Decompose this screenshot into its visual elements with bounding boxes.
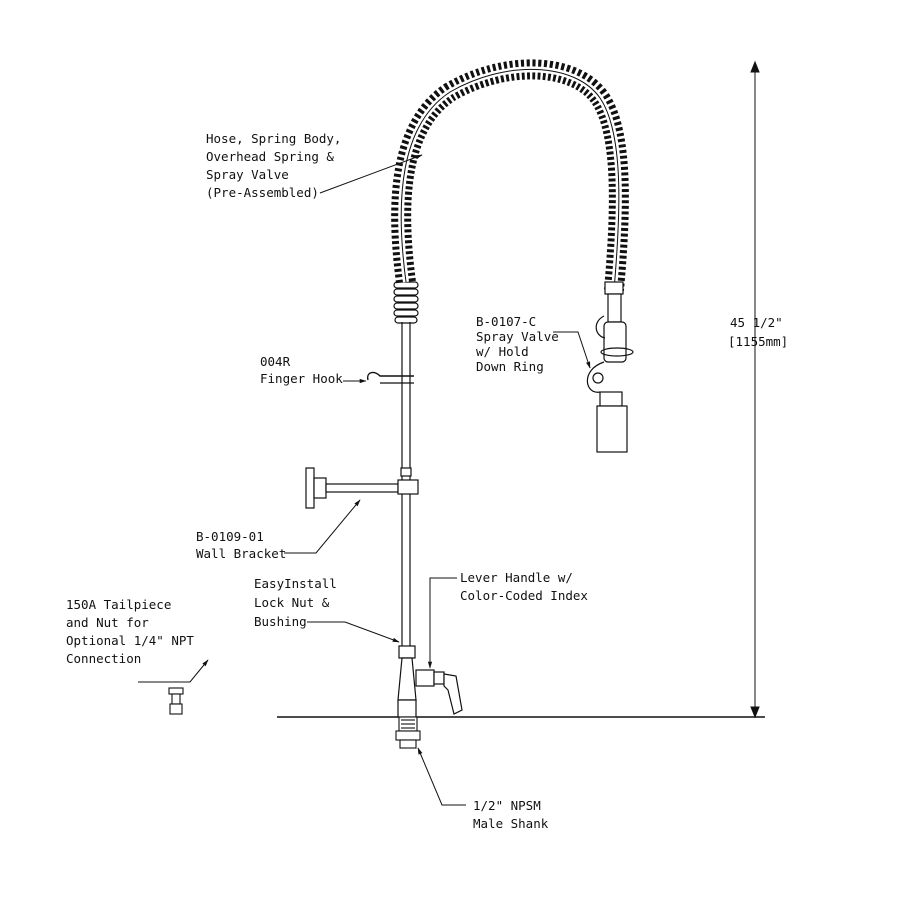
wall-bracket-label-line-2: Wall Bracket xyxy=(196,546,286,561)
spray-valve-label-line-4: Down Ring xyxy=(476,359,544,374)
dimension-label-inches: 45 1/2" xyxy=(730,315,783,330)
finger-hook-label-line-2: Finger Hook xyxy=(260,371,343,386)
lower-spring-coil xyxy=(393,281,419,324)
hose-label-line-3: Spray Valve xyxy=(206,167,289,182)
lever-handle-label-line-1: Lever Handle w/ xyxy=(460,570,573,585)
faucet-base xyxy=(397,645,463,718)
hose-label-line-4: (Pre-Assembled) xyxy=(206,185,319,200)
spray-valve xyxy=(586,281,634,453)
finger-hook-label-line-1: 004R xyxy=(260,354,291,369)
wall-bracket xyxy=(305,467,419,509)
spring-hose-core xyxy=(398,66,622,291)
finger-hook-shape xyxy=(366,371,414,381)
spray-valve-label-line-1: B-0107-C xyxy=(476,314,536,329)
dimension-label-mm: [1155mm] xyxy=(728,334,788,349)
lever-handle-label-line-2: Color-Coded Index xyxy=(460,588,588,603)
hose-label-line-1: Hose, Spring Body, xyxy=(206,131,341,146)
tailpiece xyxy=(168,687,184,715)
tailpiece-label-line-4: Connection xyxy=(66,651,141,666)
leader-lines xyxy=(138,154,591,806)
tailpiece-label-line-2: and Nut for xyxy=(66,615,149,630)
lock-nut-label-line-1: EasyInstall xyxy=(254,576,337,591)
spray-valve-label-line-3: w/ Hold xyxy=(476,344,529,359)
shank xyxy=(395,716,421,749)
spring-hose-line xyxy=(400,69,620,291)
height-dimension-line xyxy=(750,60,760,719)
shank-label-line-1: 1/2" NPSM xyxy=(473,798,541,813)
wall-bracket-label-line-1: B-0109-01 xyxy=(196,529,264,544)
tailpiece-label-line-3: Optional 1/4" NPT xyxy=(66,633,194,648)
lock-nut-label-line-2: Lock Nut & xyxy=(254,595,330,610)
spray-valve-label-line-2: Spray Valve xyxy=(476,329,559,344)
tailpiece-label-line-1: 150A Tailpiece xyxy=(66,597,171,612)
hose-label-line-2: Overhead Spring & xyxy=(206,149,334,164)
lock-nut-label-line-3: Bushing xyxy=(254,614,307,629)
shank-label-line-2: Male Shank xyxy=(473,816,549,831)
